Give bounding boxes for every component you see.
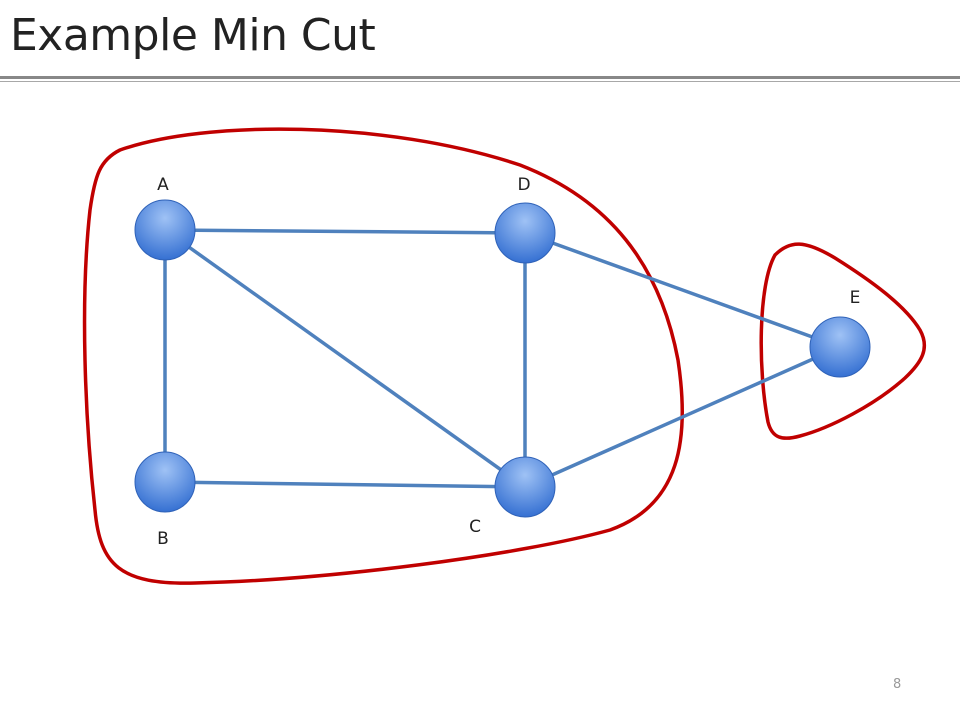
graph-nodes <box>134 199 871 518</box>
graph-edges <box>163 228 841 489</box>
node-label-b: B <box>157 529 169 549</box>
title-divider <box>0 76 960 84</box>
node-c <box>494 456 556 518</box>
edge-c-e <box>524 345 841 489</box>
cut-outline-right-group <box>759 242 927 440</box>
edge-b-c <box>164 480 526 489</box>
page-number: 8 <box>893 677 902 692</box>
node-d <box>494 202 556 264</box>
edge-a-d <box>164 228 526 235</box>
node-a <box>134 199 196 261</box>
node-label-e: E <box>850 288 861 308</box>
cut-outline-left-group <box>82 127 685 585</box>
node-label-c: C <box>469 517 481 537</box>
graph-node-labels: A D E B C <box>157 175 860 549</box>
edge-d-e <box>524 231 841 349</box>
node-label-d: D <box>517 175 530 195</box>
edge-a-c <box>163 228 527 489</box>
node-e <box>809 316 871 378</box>
node-label-a: A <box>157 175 169 195</box>
slide-title: Example Min Cut <box>10 10 376 61</box>
node-b <box>134 451 196 513</box>
